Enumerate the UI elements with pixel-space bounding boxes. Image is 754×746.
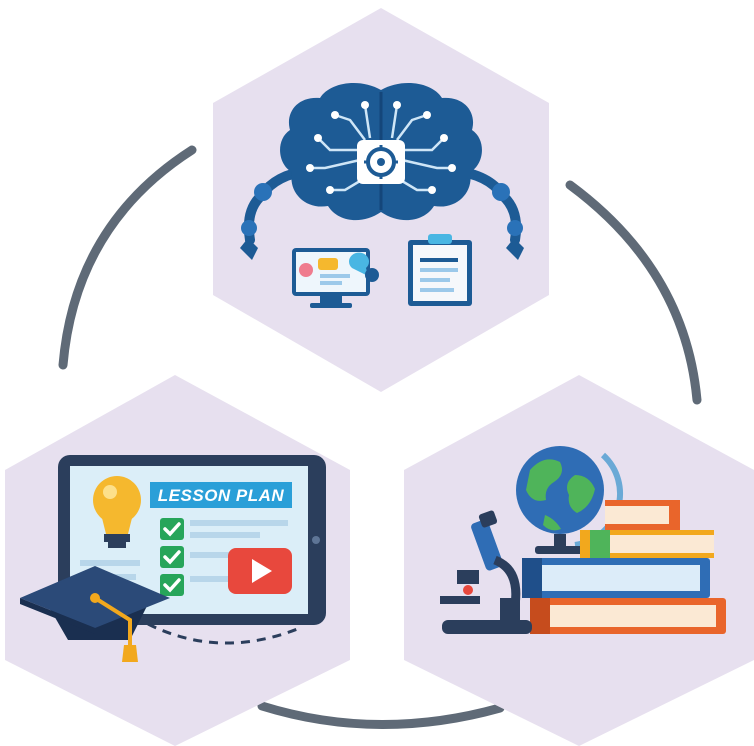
tablet-lesson-plan-icon: LESSON PLAN: [20, 455, 326, 662]
microscope-icon: [440, 510, 532, 634]
cycle-connector-arcs: [58, 145, 702, 729]
checklist: [160, 518, 184, 596]
arc-right: [565, 180, 702, 405]
lesson-plan-banner: [150, 482, 292, 508]
brain-circuits: [310, 104, 452, 192]
arc-bottom: [257, 701, 505, 729]
books-globe-microscope-icon: [440, 446, 726, 634]
clipboard-icon: [408, 234, 472, 306]
arc-left: [58, 145, 197, 370]
graduation-cap-icon: [20, 566, 170, 662]
lightbulb-icon: [93, 476, 141, 548]
video-play-icon: [228, 548, 292, 594]
lesson-plan-title: LESSON PLAN: [158, 486, 285, 505]
book-stack: [522, 500, 726, 634]
brain-circuit-nodes: [306, 101, 456, 194]
monitor-icon: [292, 248, 379, 308]
ai-brain-robot-arms-icon: [240, 83, 524, 308]
